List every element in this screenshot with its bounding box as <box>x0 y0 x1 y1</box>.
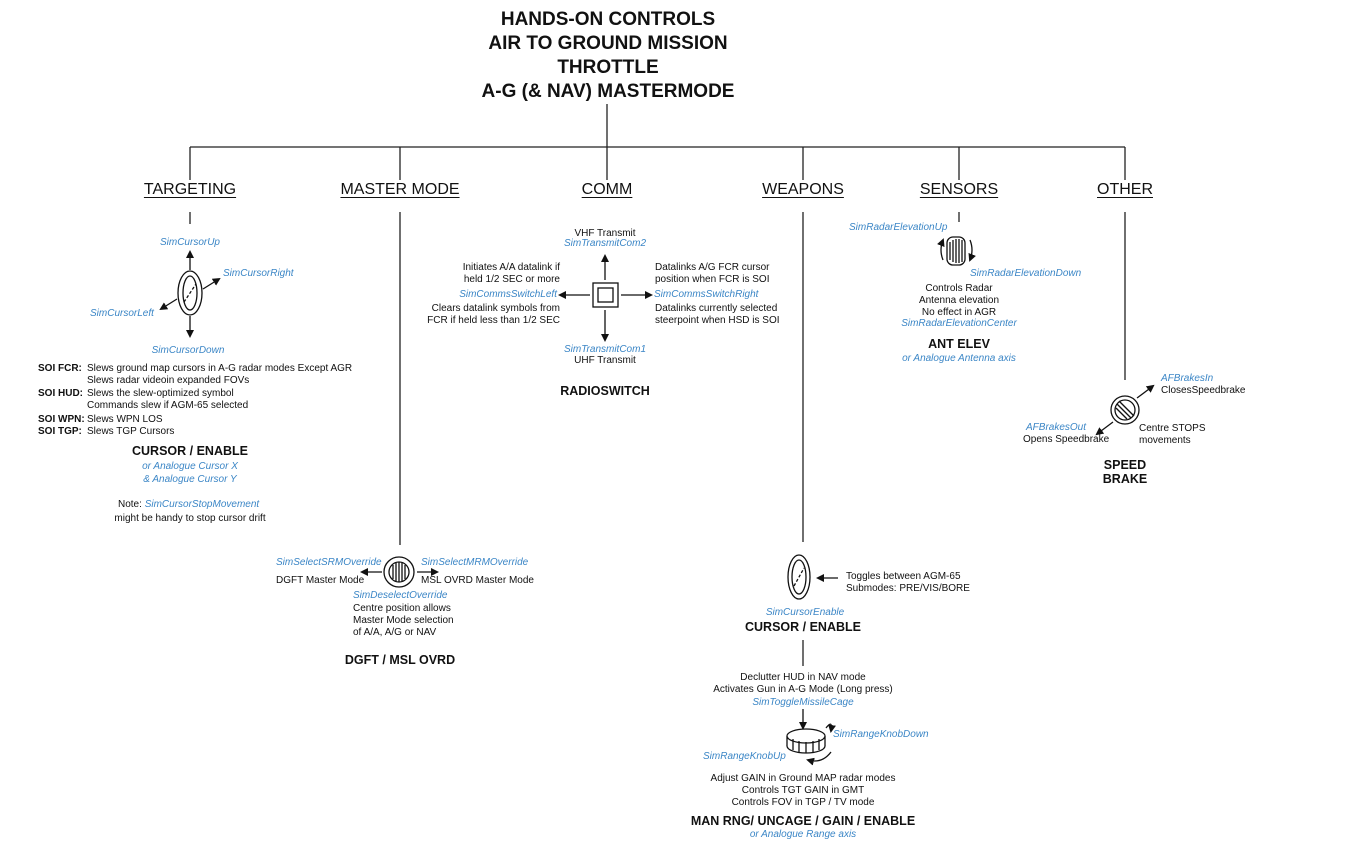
sensors-desc-1: Controls Radar <box>925 283 993 294</box>
targeting-analogue-x: or Analogue Cursor X <box>142 461 238 472</box>
cmd-range-knob-up: SimRangeKnobUp <box>703 751 786 762</box>
cmd-toggle-missile-cage: SimToggleMissileCage <box>752 697 854 708</box>
sensors-desc-2: Antenna elevation <box>918 295 1000 306</box>
cmd-comms-switch-left: SimCommsSwitchLeft <box>459 289 557 300</box>
note-prefix: Note: <box>118 499 142 510</box>
comm-left-desc-1: Initiates A/A datalink if <box>462 262 560 273</box>
cmd-cursor-down: SimCursorDown <box>151 345 225 356</box>
soi-fcr-label: SOI FCR: <box>38 363 82 374</box>
range-analogue: or Analogue Range axis <box>749 829 857 840</box>
note-text: might be handy to stop cursor drift <box>114 513 266 524</box>
cmd-comms-switch-right: SimCommsSwitchRight <box>654 289 759 300</box>
title-line-2: AIR TO GROUND MISSION <box>488 33 728 54</box>
vhf-label: VHF Transmit <box>574 228 636 239</box>
soi-tgp-label: SOI TGP: <box>38 426 82 437</box>
cmd-cursor-right: SimCursorRight <box>223 268 294 279</box>
targeting-analogue-y: & Analogue Cursor Y <box>143 474 237 485</box>
category-sensors: SENSORS <box>919 181 999 198</box>
soi-hud-text-2: Commands slew if AGM-65 selected <box>87 400 249 411</box>
note-command: SimCursorStopMovement <box>144 499 260 510</box>
comm-left-desc-2: held 1/2 SEC or more <box>463 274 560 285</box>
speedbrake-switch <box>1095 384 1155 436</box>
dogfight-switch <box>360 556 439 588</box>
soi-tgp-text: Slews TGP Cursors <box>87 426 175 437</box>
category-other: OTHER <box>1097 181 1153 198</box>
targeting-note: Note: SimCursorStopMovement <box>118 499 259 511</box>
comm-right-desc-3: Datalinks currently selected <box>655 303 778 314</box>
cmd-select-srm-override: SimSelectSRMOverride <box>276 557 382 568</box>
cmd-cursor-left: SimCursorLeft <box>90 308 154 319</box>
gain-desc-3: Controls FOV in TGP / TV mode <box>731 797 875 808</box>
cmd-radar-elevation-up: SimRadarElevationUp <box>849 222 948 233</box>
comm-left-desc-3: Clears datalink symbols from <box>431 303 560 314</box>
brakes-in-description: ClosesSpeedbrake <box>1161 385 1246 396</box>
range-control-name: MAN RNG/ UNCAGE / GAIN / ENABLE <box>690 814 916 828</box>
comm-right-desc-2: position when FCR is SOI <box>655 274 770 285</box>
cmd-radar-elevation-down: SimRadarElevationDown <box>970 268 1082 279</box>
soi-hud-text: Slews the slew-optimized symbol <box>87 388 234 399</box>
comm-right-desc-1: Datalinks A/G FCR cursor <box>655 262 770 273</box>
sensors-desc-3: No effect in AGR <box>921 307 997 318</box>
cmd-radar-elevation-center: SimRadarElevationCenter <box>901 318 1017 329</box>
master-centre-line-3: of A/A, A/G or NAV <box>353 627 437 638</box>
category-comm: COMM <box>581 181 633 198</box>
gain-desc-2: Controls TGT GAIN in GMT <box>741 785 865 796</box>
weapons-toggle-desc-2: Submodes: PRE/VIS/BORE <box>846 583 970 594</box>
diagram-title: HANDS-ON CONTROLS AIR TO GROUND MISSION … <box>430 8 786 104</box>
cmd-range-knob-down: SimRangeKnobDown <box>833 729 929 740</box>
title-line-3: THROTTLE <box>557 57 659 78</box>
antenna-elevation-wheel <box>937 236 976 266</box>
cmd-cursor-enable: SimCursorEnable <box>765 607 845 618</box>
weapons-cursor-name: CURSOR / ENABLE <box>745 620 861 634</box>
weapons-toggle-desc-1: Toggles between AGM-65 <box>846 571 961 582</box>
cmd-cursor-up: SimCursorUp <box>159 237 220 248</box>
master-centre-line-1: Centre position allows <box>353 603 451 614</box>
srm-description: DGFT Master Mode <box>276 575 365 586</box>
cmd-transmit-com2: SimTransmitCom2 <box>563 238 647 249</box>
weapons-cursor-switch <box>787 554 838 600</box>
brakes-out-description: Opens Speedbrake <box>1023 434 1110 445</box>
sensors-control-name: ANT ELEV <box>928 337 990 351</box>
comm-left-desc-4: FCR if held less than 1/2 SEC <box>427 315 560 326</box>
mrm-description: MSL OVRD Master Mode <box>421 575 534 586</box>
speedbrake-name-2: BRAKE <box>1102 472 1148 486</box>
uhf-label: UHF Transmit <box>574 355 636 366</box>
declutter-line-2: Activates Gun in A-G Mode (Long press) <box>713 684 893 695</box>
title-line-1: HANDS-ON CONTROLS <box>500 9 716 30</box>
targeting-cursor-switch <box>159 250 221 338</box>
gain-desc-1: Adjust GAIN in Ground MAP radar modes <box>710 773 896 784</box>
master-centre-line-2: Master Mode selection <box>353 615 454 626</box>
declutter-line-1: Declutter HUD in NAV mode <box>740 672 866 683</box>
category-targeting: TARGETING <box>143 181 237 198</box>
targeting-control-name: CURSOR / ENABLE <box>132 444 248 458</box>
cmd-transmit-com1: SimTransmitCom1 <box>563 344 647 355</box>
category-master-mode: MASTER MODE <box>340 181 460 198</box>
soi-wpn-text: Slews WPN LOS <box>87 414 163 425</box>
cmd-deselect-override: SimDeselectOverride <box>353 590 448 601</box>
soi-hud-label: SOI HUD: <box>38 388 83 399</box>
soi-fcr-text: Slews ground map cursors in A-G radar mo… <box>87 363 353 374</box>
radio-switch <box>558 254 653 342</box>
sensors-analogue: or Analogue Antenna axis <box>902 353 1016 364</box>
comm-right-desc-4: steerpoint when HSD is SOI <box>655 315 780 326</box>
cmd-af-brakes-in: AFBrakesIn <box>1161 373 1214 384</box>
cmd-af-brakes-out: AFBrakesOut <box>1026 422 1087 433</box>
speedbrake-name-1: SPEED <box>1103 458 1147 472</box>
comm-control-name: RADIOSWITCH <box>560 384 650 398</box>
master-mode-control-name: DGFT / MSL OVRD <box>344 653 456 667</box>
range-knob <box>786 709 836 766</box>
soi-fcr-text-2: Slews radar videoin expanded FOVs <box>87 375 250 386</box>
title-line-4: A-G (& NAV) MASTERMODE <box>481 81 735 102</box>
category-weapons: WEAPONS <box>762 181 844 198</box>
speedbrake-centre-2: movements <box>1139 435 1191 446</box>
speedbrake-centre-1: Centre STOPS <box>1139 423 1206 434</box>
cmd-select-mrm-override: SimSelectMRMOverride <box>421 557 529 568</box>
soi-wpn-label: SOI WPN: <box>38 414 85 425</box>
